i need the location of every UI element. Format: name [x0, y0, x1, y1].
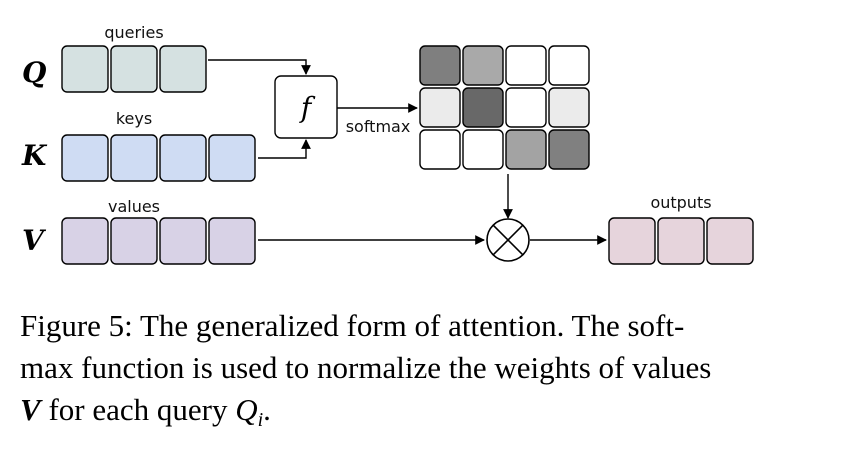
query-cell — [110, 45, 158, 93]
attention-diagram: Q K V queries keys values outputs f soft… — [21, 23, 754, 265]
values-vector — [61, 217, 256, 265]
keys-vector — [61, 134, 256, 182]
key-cell — [61, 134, 109, 182]
caption-query-subscript: i — [257, 409, 264, 431]
query-to-f-arrow — [208, 59, 311, 75]
query-cell — [159, 45, 207, 93]
weight-cell — [462, 45, 504, 86]
weight-cell — [505, 87, 547, 128]
value-cell — [110, 217, 158, 265]
weight-cell — [505, 45, 547, 86]
outputs-label: outputs — [650, 193, 711, 212]
figure-caption: Figure 5: The generalized form of attent… — [20, 305, 840, 431]
weight-cell — [548, 87, 590, 128]
weight-cell — [548, 45, 590, 86]
key-cell — [110, 134, 158, 182]
weight-cell — [462, 129, 504, 170]
key-cell — [159, 134, 207, 182]
weight-cell — [462, 87, 504, 128]
f-function-box — [274, 75, 338, 139]
caption-v-symbol: V — [20, 392, 41, 427]
softmax-label: softmax — [346, 117, 411, 136]
k-symbol: K — [21, 139, 48, 172]
value-cell — [159, 217, 207, 265]
key-cell — [208, 134, 256, 182]
caption-line-3-text: for each query — [40, 392, 236, 427]
keys-label: keys — [116, 109, 152, 128]
queries-vector — [61, 45, 207, 93]
caption-line-2: max function is used to normalize the we… — [20, 350, 712, 385]
caption-line-3-end: . — [263, 392, 271, 427]
output-cell — [657, 217, 705, 265]
output-cell — [608, 217, 656, 265]
weight-cell — [419, 45, 461, 86]
queries-label: queries — [104, 23, 163, 42]
values-label: values — [108, 197, 160, 216]
weight-cell — [419, 87, 461, 128]
v-symbol: V — [22, 224, 47, 257]
outputs-vector — [608, 217, 754, 265]
weight-cell — [505, 129, 547, 170]
weight-cell — [548, 129, 590, 170]
caption-query-symbol: Q — [235, 392, 258, 427]
value-cell — [208, 217, 256, 265]
multiply-operator-icon — [486, 218, 530, 262]
value-cell — [61, 217, 109, 265]
weight-cell — [419, 129, 461, 170]
query-cell — [61, 45, 109, 93]
caption-line-3: V for each query Qi. — [20, 389, 840, 431]
attention-weight-matrix — [419, 45, 590, 170]
q-symbol: Q — [22, 56, 46, 89]
output-cell — [706, 217, 754, 265]
caption-line-1: Figure 5: The generalized form of attent… — [20, 308, 685, 343]
key-to-f-arrow — [258, 139, 311, 159]
